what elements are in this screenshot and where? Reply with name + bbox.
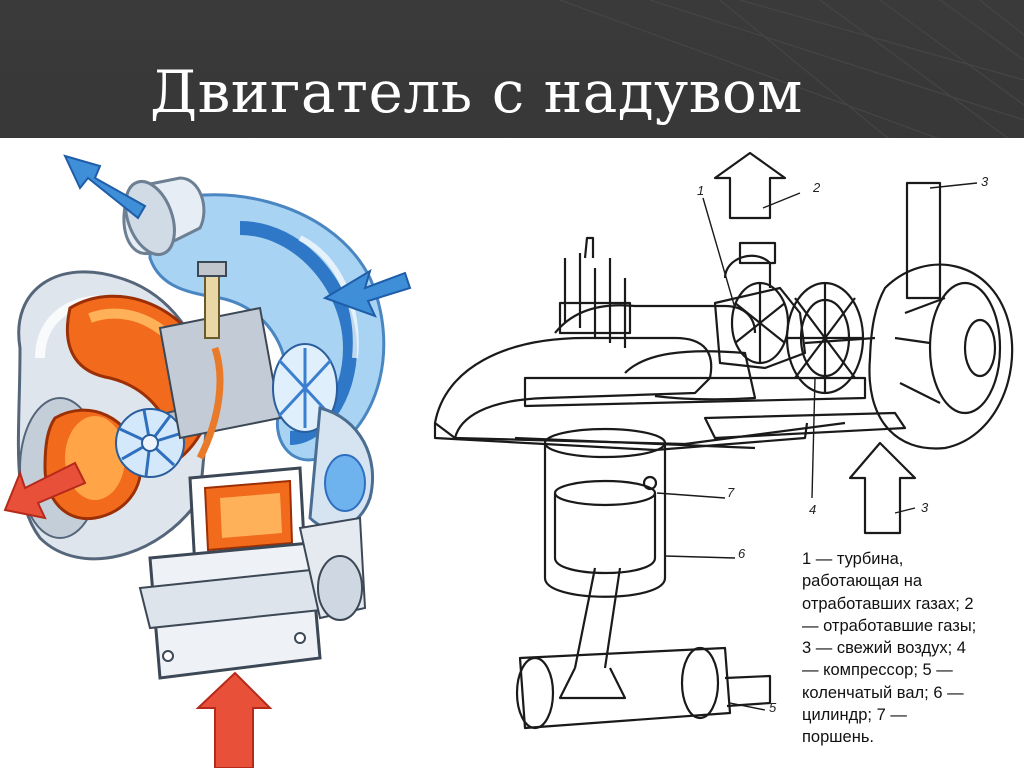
legend-caption: 1 — турбина, работающая на отработавших … xyxy=(802,548,1012,749)
connecting-rod xyxy=(573,567,622,669)
exhaust-in-arrow-bottom xyxy=(195,671,273,768)
turbine-unit xyxy=(713,286,807,370)
callout-7: 7 xyxy=(727,485,735,500)
exhaust-out-arrow-top xyxy=(63,154,147,220)
engine-schematic: 1 2 3 4 3 7 6 5 xyxy=(425,138,1024,768)
piston xyxy=(553,493,657,575)
callout-2: 2 xyxy=(813,180,821,195)
slide-title: Двигатель с надувом xyxy=(150,58,803,126)
callout-4: 4 xyxy=(809,502,817,517)
legend-line: поршень. xyxy=(802,728,874,747)
legend-line: коленчатый вал; 6 — xyxy=(802,683,964,702)
callout-3-top: 3 xyxy=(981,174,989,189)
exhaust-out-arrow-left xyxy=(3,461,87,520)
callout-1: 1 xyxy=(697,183,705,198)
crankshaft xyxy=(518,646,732,730)
exhaust-manifold xyxy=(554,304,757,334)
callout-6: 6 xyxy=(738,546,746,561)
callout-5: 5 xyxy=(769,700,777,715)
callout-3-bottom: 3 xyxy=(921,500,929,515)
air-intake-housing xyxy=(868,263,1014,450)
fresh-air-down-arrow xyxy=(905,181,942,300)
exhaust-up-arrow xyxy=(713,151,787,220)
turbine-wheel xyxy=(115,408,185,478)
legend-line: 1 — турбина, xyxy=(802,550,904,568)
intake-manifold xyxy=(433,336,713,440)
legend-line: — компрессор; 5 — xyxy=(802,661,953,680)
legend-line: отработавших газах; 2 xyxy=(802,594,974,613)
cylinder xyxy=(543,443,667,598)
legend-line: 3 — свежий воздух; 4 xyxy=(802,639,966,658)
turbocharger-illustration xyxy=(0,138,425,768)
legend-line: цилиндр; 7 — xyxy=(802,706,907,725)
legend-line: работающая на xyxy=(802,572,923,591)
fresh-air-up-arrow xyxy=(848,441,917,535)
legend-line: — отработавшие газы; xyxy=(802,616,977,635)
fresh-air-in-arrow xyxy=(322,268,412,318)
